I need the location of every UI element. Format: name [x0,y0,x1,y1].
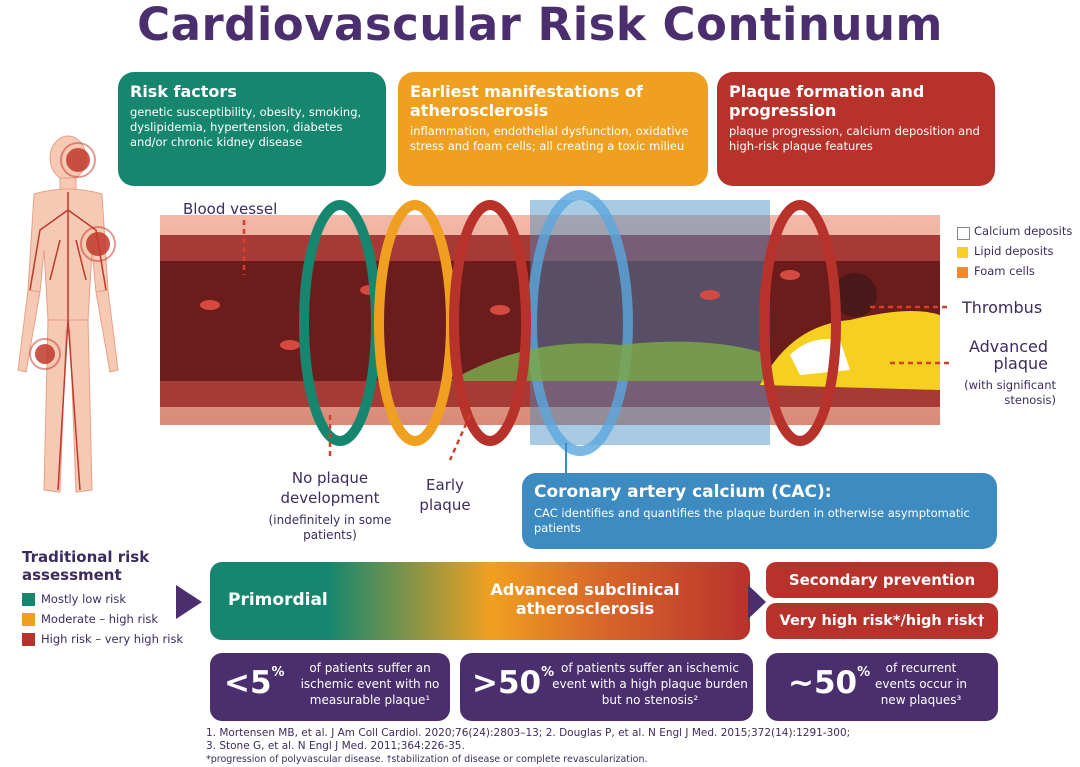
cac-title: Coronary artery calcium (CAC): [534,482,832,502]
thrombus-label: Thrombus [962,298,1043,317]
cac-scan-overlay [530,200,770,445]
low-risk-label: Mostly low risk [41,592,126,606]
earliest-manifestations-box: Earliest manifestations of atheroscleros… [398,72,708,186]
primordial-label: Primordial [228,590,328,610]
stat-value: <5 [224,665,272,701]
earliest-manifestations-title: Earliest manifestations of atheroscleros… [410,82,643,120]
stat-card: <5% of patients suffer an ischemic event… [210,653,450,721]
early-plaque-label: Early plaque [419,476,471,514]
risk-factors-box: Risk factors genetic susceptibility, obe… [118,72,386,186]
lipid-legend-label: Lipid deposits [974,244,1054,258]
advanced-plaque-sublabel: (with significant stenosis) [964,378,1056,407]
heart-risk-marker [86,232,110,256]
leg-risk-marker [35,344,55,364]
very-high-risk-box: Very high risk*/high risk† [766,603,998,639]
early-plaque-ring [449,200,531,446]
blood-vessel-label: Blood vessel [183,200,278,218]
chevron-right-icon [748,585,766,619]
reference-line: 1. Mortensen MB, et al. J Am Coll Cardio… [206,727,851,739]
reference-line: 3. Stone G, et al. N Engl J Med. 2011;36… [206,740,465,752]
thrombus-clot [833,273,877,317]
brain-risk-marker [66,148,90,172]
footnote-line: *progression of polyvascular disease. †s… [206,754,648,765]
foam-legend-label: Foam cells [974,264,1035,278]
stat-text: of patients suffer an ischemic event wit… [300,661,440,707]
no-plaque-label: No plaque development [280,469,380,507]
blood-vessel-illustration [160,190,950,475]
stat-unit: % [541,664,555,680]
high-risk-label: High risk – very high risk [41,632,184,646]
no-plaque-sublabel: (indefinitely in some patients) [268,513,392,542]
secondary-prevention-box: Secondary prevention [766,562,998,598]
stat-value: ~50 [788,665,858,701]
plaque-formation-box: Plaque formation and progression plaque … [717,72,995,186]
human-body-illustration [17,135,119,493]
advanced-plaque-label: Advanced plaque [968,337,1048,373]
arrow-right-icon [176,585,202,619]
risk-factors-text: genetic susceptibility, obesity, smoking… [130,105,362,149]
advanced-subclinical-label: Advanced subclinical atherosclerosis [490,580,680,618]
plaque-formation-text: plaque progression, calcium deposition a… [729,124,980,153]
stat-unit: % [271,664,285,680]
stat-card: ~50% of recurrent events occur in new pl… [766,653,998,721]
stat-text: of patients suffer an ischemic event wit… [552,661,748,707]
high-risk-swatch [22,633,35,646]
risk-continuum-band [210,562,750,640]
earliest-manifestations-text: inflammation, endothelial dysfunction, o… [410,124,689,153]
traditional-risk-title: Traditional risk assessment [22,548,150,584]
lipid-legend-swatch [957,247,968,258]
plaque-formation-ring [759,200,841,446]
foam-legend-swatch [957,267,968,278]
page-title: Cardiovascular Risk Continuum [137,0,943,51]
plaque-formation-title: Plaque formation and progression [729,82,925,120]
cac-ring [527,190,633,456]
stat-value: >50 [472,665,542,701]
calcium-legend-label: Calcium deposits [974,224,1073,238]
moderate-risk-swatch [22,613,35,626]
stat-card: >50% of patients suffer an ischemic even… [460,653,753,721]
cac-text: CAC identifies and quantifies the plaque… [534,506,970,535]
stat-unit: % [857,664,871,680]
stat-text: of recurrent events occur in new plaques… [874,661,968,707]
cac-box: Coronary artery calcium (CAC): CAC ident… [522,473,997,549]
calcium-legend-swatch [957,227,970,240]
moderate-risk-label: Moderate – high risk [41,612,159,626]
low-risk-swatch [22,593,35,606]
risk-factors-title: Risk factors [130,82,237,101]
